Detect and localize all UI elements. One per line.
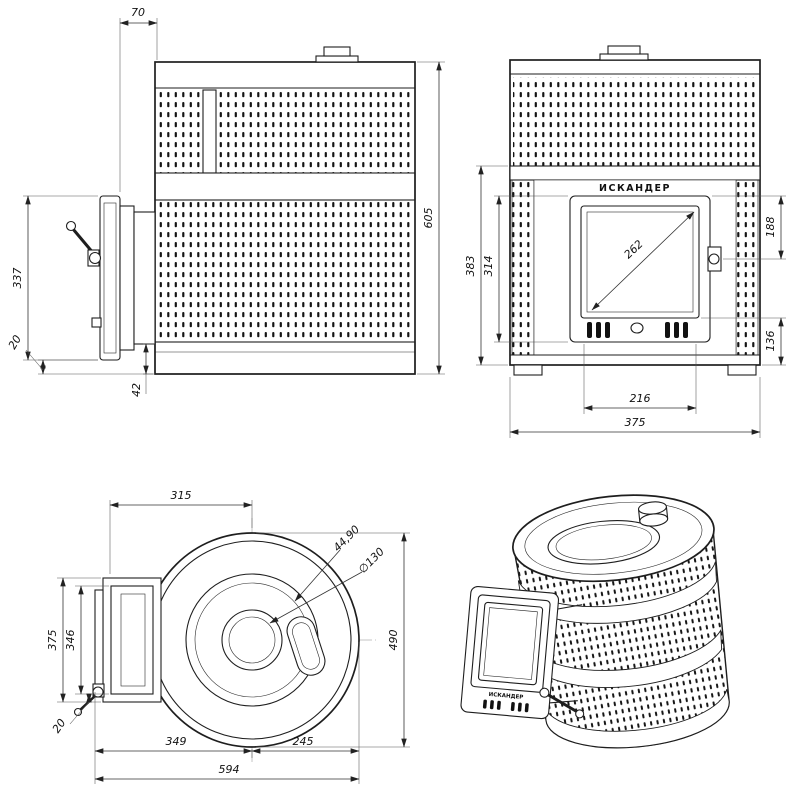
handle-ball <box>65 220 77 232</box>
dim-top-front-to-center: 315 <box>171 489 192 502</box>
top-door-tunnel <box>120 593 146 687</box>
front-dimensions: 262 383 314 188 136 216 <box>464 165 786 438</box>
iso-door-glass-inner <box>483 607 538 680</box>
dim-front-right-upper: 188 <box>764 217 777 238</box>
dim-side-base-height: 42 <box>130 383 143 397</box>
dim-top-total-depth: 594 <box>219 763 240 776</box>
front-rail-right <box>735 179 759 356</box>
dim-top-diameter: 490 <box>387 630 400 651</box>
side-chimney <box>315 46 359 63</box>
side-band-bottom <box>154 341 416 375</box>
side-band-middle <box>154 172 416 201</box>
side-door-plate <box>99 195 121 361</box>
front-handle-pivot <box>708 253 720 265</box>
side-view: 70 605 337 20 42 <box>6 6 445 397</box>
top-view: 315 44,90 ∅130 490 375 346 20 <box>46 489 410 784</box>
dim-side-bottom-gap: 20 <box>6 333 24 352</box>
top-chimney-collar <box>221 609 283 671</box>
front-band <box>509 165 761 181</box>
side-door-frame <box>119 205 135 351</box>
top-door-box-inner <box>110 585 154 695</box>
top-handle-lever <box>79 694 97 711</box>
dim-front-left-outer: 383 <box>464 256 477 277</box>
side-chimney-flange <box>315 55 359 63</box>
dim-top-chimney-diameter: ∅130 <box>356 545 387 576</box>
front-view: ИСКАНДЕР 262 <box>464 45 786 438</box>
iso-chimney <box>637 501 669 527</box>
front-vents <box>587 322 688 338</box>
dim-top-width-inner: 346 <box>64 630 77 651</box>
dim-top-door-to-center: 349 <box>166 735 187 748</box>
top-door-handle <box>73 683 105 717</box>
side-door-latch <box>91 317 102 328</box>
iso-chimney-top <box>637 501 667 515</box>
side-door <box>65 195 156 361</box>
dim-top-radius: 245 <box>293 735 314 748</box>
front-vent-oval <box>630 322 644 334</box>
side-mesh-lower <box>158 202 412 342</box>
front-mesh-top <box>513 77 757 166</box>
dim-front-bottom-outer: 375 <box>625 416 646 429</box>
iso-stone-opening <box>547 520 661 565</box>
iso-handle-pivot <box>539 687 550 698</box>
brand-label: ИСКАНДЕР <box>599 183 671 194</box>
side-dimensions: 70 605 337 20 42 <box>6 6 445 397</box>
iso-door: ИСКАНДЕР <box>460 585 585 720</box>
top-funnel-outer <box>286 616 326 676</box>
iso-stone-opening-inner <box>555 524 652 561</box>
dim-side-height: 605 <box>422 208 435 229</box>
dim-front-left-inner: 314 <box>482 256 495 277</box>
iso-band-bottom <box>544 689 730 749</box>
dim-top-gap: 20 <box>50 717 69 736</box>
side-door-plate-inner <box>103 202 117 354</box>
side-mesh-upper <box>158 90 412 173</box>
top-chimney-bore <box>228 616 276 664</box>
dim-front-bottom-inner: 216 <box>630 392 651 405</box>
iso-handle-ball <box>575 709 585 719</box>
iso-band-upper <box>517 561 717 624</box>
dim-top-width-outer: 375 <box>46 630 59 651</box>
front-chimney-flange <box>599 53 649 61</box>
top-handle-ball <box>73 707 83 717</box>
dim-front-right-lower: 136 <box>764 331 777 352</box>
dim-side-offset-top: 70 <box>131 6 145 19</box>
top-funnel-inner <box>292 622 320 670</box>
top-door <box>73 577 162 717</box>
iso-door-handle <box>539 687 585 719</box>
top-door-plate <box>94 589 104 691</box>
front-chimney <box>599 45 649 61</box>
iso-brand-label: ИСКАНДЕР <box>488 692 523 701</box>
side-door-handle <box>65 220 102 267</box>
side-door-tunnel <box>133 211 156 345</box>
front-chimney-stub <box>607 45 641 55</box>
front-foot-right <box>727 364 757 376</box>
front-door-glass <box>580 205 700 319</box>
top-handle-pivot <box>92 686 104 698</box>
side-corner-rail <box>202 89 217 174</box>
iso-door-vents <box>482 699 529 713</box>
dim-side-door-height: 337 <box>11 268 24 289</box>
dim-top-angle: 44,90 <box>331 523 362 554</box>
handle-pivot <box>88 251 102 265</box>
iso-door-glass <box>477 601 544 686</box>
front-door <box>569 195 722 343</box>
iso-hinge-top <box>555 604 583 610</box>
iso-view: ИСКАНДЕР <box>460 494 730 749</box>
iso-body <box>512 494 730 749</box>
top-funnel <box>286 616 326 676</box>
front-foot-left <box>513 364 543 376</box>
iso-band-middle <box>528 629 723 688</box>
front-rail-left <box>511 179 535 356</box>
iso-top-rim-inner <box>524 501 703 575</box>
side-chimney-stub <box>323 46 351 57</box>
